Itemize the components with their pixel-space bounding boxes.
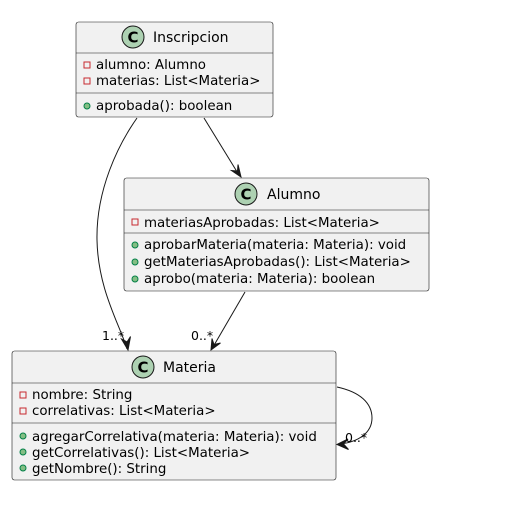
public-visibility-icon <box>83 102 91 110</box>
method-get-correlativas: getCorrelativas(): List<Materia> <box>32 446 250 461</box>
class-icon-letter: C <box>127 29 138 47</box>
class-materia[interactable]: C Materia nombre: String correlativas: L… <box>11 350 337 481</box>
relation-line <box>96 117 138 350</box>
relation-line <box>336 386 373 445</box>
relation-materia-self[interactable]: 0..* <box>335 386 373 450</box>
public-visibility-icon <box>131 258 139 266</box>
public-visibility-icon <box>19 448 27 456</box>
class-name-inscripcion: Inscripcion <box>153 30 229 46</box>
arrowhead-icon <box>120 336 131 352</box>
method-aprobada: aprobada(): boolean <box>96 99 232 114</box>
class-alumno[interactable]: C Alumno materiasAprobadas: List<Materia… <box>123 177 430 292</box>
attribute-materias-aprobadas: materiasAprobadas: List<Materia> <box>144 216 380 231</box>
method-agregar-correlativa: agregarCorrelativa(materia: Materia): vo… <box>32 430 317 445</box>
multiplicity-label: 0..* <box>345 430 367 445</box>
arrowhead-icon <box>210 338 221 352</box>
relation-inscripcion-materia[interactable]: 1..* <box>96 117 138 352</box>
class-name-alumno: Alumno <box>267 187 320 203</box>
public-visibility-icon <box>19 464 27 472</box>
method-aprobo: aprobo(materia: Materia): boolean <box>144 272 375 287</box>
class-icon-letter: C <box>240 186 251 204</box>
class-icon: C <box>131 355 155 379</box>
relation-line <box>212 291 246 348</box>
class-icon: C <box>234 182 258 206</box>
private-visibility-icon <box>19 391 27 399</box>
class-icon-letter: C <box>137 359 148 377</box>
relation-line <box>203 117 240 176</box>
public-visibility-icon <box>131 241 139 249</box>
private-visibility-icon <box>83 61 91 69</box>
method-get-nombre: getNombre(): String <box>32 462 166 477</box>
method-aprobar-materia: aprobarMateria(materia: Materia): void <box>144 238 406 253</box>
attribute-materias: materias: List<Materia> <box>96 74 260 89</box>
private-visibility-icon <box>131 218 139 226</box>
class-alumno-box <box>123 177 430 292</box>
class-icon: C <box>121 25 145 49</box>
attribute-nombre: nombre: String <box>32 388 132 403</box>
arrowhead-icon <box>229 164 242 179</box>
class-inscripcion[interactable]: C Inscripcion alumno: Alumno materias: L… <box>75 21 274 118</box>
attribute-correlativas: correlativas: List<Materia> <box>32 404 216 419</box>
attribute-alumno: alumno: Alumno <box>96 58 206 73</box>
private-visibility-icon <box>19 407 27 415</box>
multiplicity-label: 0..* <box>191 328 213 343</box>
relation-alumno-materia[interactable]: 0..* <box>191 291 246 352</box>
relation-inscripcion-alumno[interactable] <box>203 117 242 179</box>
method-get-materias-aprobadas: getMateriasAprobadas(): List<Materia> <box>144 255 411 270</box>
class-name-materia: Materia <box>163 360 216 376</box>
private-visibility-icon <box>83 77 91 85</box>
public-visibility-icon <box>19 432 27 440</box>
multiplicity-label: 1..* <box>102 328 124 343</box>
public-visibility-icon <box>131 275 139 283</box>
arrowhead-icon <box>335 438 349 450</box>
